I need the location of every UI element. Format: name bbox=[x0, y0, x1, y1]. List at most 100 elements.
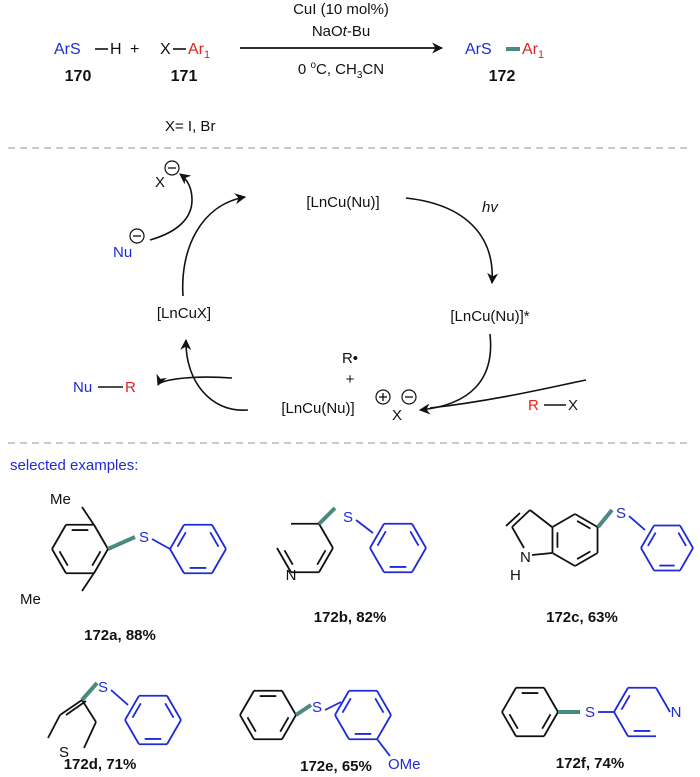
sulfur-atom: S bbox=[312, 699, 322, 716]
pyridine-172f-bond bbox=[655, 687, 671, 713]
compound-172: 172 bbox=[489, 68, 516, 85]
ring-172a-bond bbox=[93, 524, 109, 550]
thio-double bbox=[65, 700, 87, 716]
indole-n-bond bbox=[511, 526, 525, 549]
ring-172a-double-bond bbox=[58, 550, 69, 567]
phenyl-172e-double-bond bbox=[279, 716, 290, 733]
anisole-172e-double-bond bbox=[341, 697, 352, 714]
condition-catalyst: CuI (10 mol%) bbox=[293, 1, 389, 18]
phenyl-172d-double-bond bbox=[164, 702, 175, 719]
reagent-171-x: X bbox=[160, 41, 171, 58]
ome-bond bbox=[376, 738, 391, 757]
phenyl-172e-bond bbox=[239, 690, 255, 716]
species-lncunu: [LnCu(Nu)] bbox=[306, 194, 379, 211]
phenyl-172b-bond bbox=[369, 547, 385, 573]
phenyl-172a-double-bond bbox=[209, 531, 220, 548]
s-bond-172e bbox=[324, 701, 342, 711]
anisole-172e-bond bbox=[334, 714, 350, 740]
indole-benzo-bond bbox=[552, 552, 576, 567]
anisole-172e-bond bbox=[376, 714, 392, 740]
thio-c1 bbox=[47, 714, 61, 739]
new-bond-172b bbox=[317, 506, 337, 526]
charge-minus-xanion-ring bbox=[164, 160, 180, 176]
compound-171: 171 bbox=[171, 68, 198, 85]
example-yield: , 82% bbox=[348, 609, 386, 626]
new-bond-172c bbox=[596, 508, 614, 529]
s-bond-172d bbox=[110, 689, 129, 706]
pyridine-172b-bond bbox=[318, 547, 334, 573]
methoxy: OMe bbox=[388, 756, 421, 773]
ar-subscript: 1 bbox=[204, 49, 210, 61]
phenyl-172e-bond bbox=[281, 690, 297, 716]
pyridine-172b-double-bond bbox=[283, 549, 294, 566]
example-172a: 172a, 88% bbox=[84, 627, 156, 644]
phenyl-172f-bond bbox=[501, 711, 517, 737]
phenyl-172a-double-bond bbox=[176, 531, 187, 548]
species-lncux: [LnCuX] bbox=[157, 305, 211, 322]
phenyl-172d-bond bbox=[124, 719, 140, 745]
thiophene-s: S bbox=[59, 744, 69, 761]
phenyl-172a-bond bbox=[169, 524, 185, 550]
reagent-170-h: H bbox=[110, 41, 122, 58]
example-yield: , 63% bbox=[580, 609, 618, 626]
sulfur-atom: S bbox=[98, 679, 108, 696]
nitrogen-172f: N bbox=[671, 704, 682, 721]
phenyl-172a-bond bbox=[211, 548, 227, 574]
label-part: 3 bbox=[357, 70, 363, 81]
phenyl-172c-double-bond bbox=[647, 532, 657, 547]
example-yield: , 74% bbox=[586, 755, 624, 772]
ring-172a-bond bbox=[51, 548, 67, 574]
reagent-170-ars: ArS bbox=[54, 41, 81, 58]
label-part: CN bbox=[362, 61, 384, 78]
phenyl-172e-bond bbox=[239, 714, 255, 740]
phenyl-172b-bond bbox=[411, 547, 427, 573]
counter-x: X bbox=[392, 407, 402, 424]
phenyl-172d-double-bond bbox=[131, 702, 142, 719]
pyridine-172f-double-bond bbox=[620, 694, 631, 711]
phenyl-172d-bond bbox=[166, 695, 182, 721]
halide-note: X= I, Br bbox=[165, 118, 215, 135]
new-bond-172a bbox=[107, 535, 136, 551]
phenyl-172b-double-bond bbox=[376, 530, 387, 547]
phenyl-172f-bond bbox=[543, 711, 559, 737]
phenyl-172e-double-bond bbox=[246, 716, 257, 733]
label-part: C, CH bbox=[316, 61, 357, 78]
new-bond-172e bbox=[294, 703, 313, 717]
phenyl-172e-bond bbox=[281, 714, 297, 740]
condition-temp-solvent: 0 oC, CH3CN bbox=[298, 60, 384, 81]
sulfur-atom: S bbox=[616, 505, 626, 522]
anisole-172e-bond bbox=[334, 690, 350, 716]
phenyl-172f-double-bond bbox=[541, 713, 552, 730]
product-nu: Nu bbox=[73, 379, 92, 396]
label-part: t bbox=[343, 23, 348, 40]
example-yield: , 65% bbox=[334, 758, 372, 775]
label-part: 1 bbox=[538, 49, 544, 61]
condition-base: NaOt-Bu bbox=[312, 23, 370, 40]
phenyl-172c-bond bbox=[679, 547, 694, 571]
thio-c2c3 bbox=[59, 699, 83, 716]
phenyl-172a-bond bbox=[169, 548, 185, 574]
product-ar: Ar1 bbox=[522, 41, 544, 61]
example-172b: 172b, 82% bbox=[314, 609, 387, 626]
arrow-rx-entry bbox=[429, 379, 587, 409]
plus-radical: + bbox=[346, 371, 355, 388]
phenyl-172c-bond bbox=[679, 525, 694, 549]
arrow-ligand-exchange bbox=[181, 193, 247, 297]
species-r-radical: R• bbox=[342, 350, 358, 367]
light-hv: hv bbox=[482, 199, 499, 216]
plus-sign: + bbox=[130, 41, 139, 58]
phenyl-172b-bond bbox=[369, 523, 385, 549]
product-r: R bbox=[125, 379, 136, 396]
phenyl-172f-double-bond bbox=[508, 713, 519, 730]
leaving-x: X bbox=[155, 174, 165, 191]
charge-plus-ring bbox=[375, 389, 391, 405]
reagent-171-ar: Ar1 bbox=[188, 41, 210, 61]
pyridine-172b-bond bbox=[276, 547, 292, 573]
species-excited: [LnCu(Nu)]* bbox=[450, 308, 529, 325]
phenyl-172a-bond bbox=[211, 524, 227, 550]
product-ars: ArS bbox=[465, 41, 492, 58]
new-bond-172d bbox=[80, 681, 99, 702]
arrow-set bbox=[418, 333, 492, 415]
example-yield: , 88% bbox=[118, 627, 156, 644]
